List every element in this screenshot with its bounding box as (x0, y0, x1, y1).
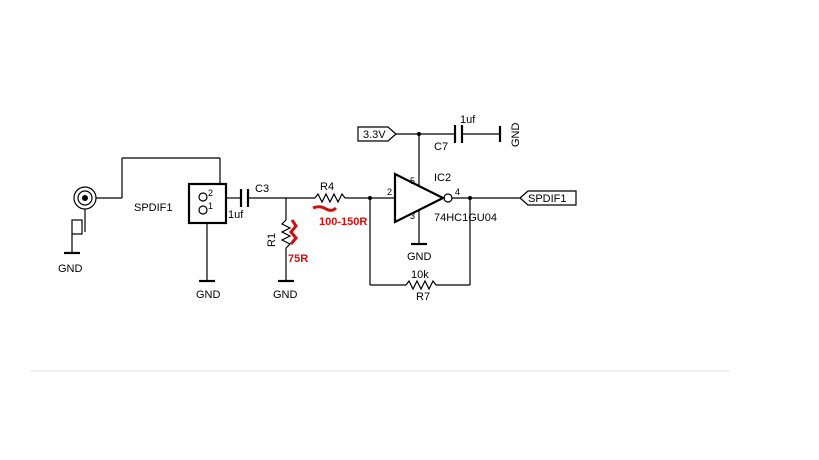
ic2-pin-vcc: 5 (410, 176, 415, 186)
rca-jack: GND (58, 157, 221, 275)
ic2-part: 74HC1GU04 (434, 212, 497, 224)
c7-name: C7 (434, 141, 448, 153)
capacitor-c3: C3 1uf (228, 183, 315, 221)
ic2-pin-in: 2 (387, 187, 392, 197)
gnd-label-r1: GND (273, 289, 298, 301)
r1-annotation: 75R (288, 253, 308, 265)
resistor-r1: GND R1 75R (266, 198, 308, 301)
gnd-label-ic2: GND (407, 251, 432, 263)
resistor-r4: R4 100-150R (312, 181, 395, 228)
gnd-label-c7: GND (510, 123, 522, 148)
output-port: SPDIF1 (519, 190, 577, 206)
capacitor-c7: 1uf C7 GND (434, 114, 522, 153)
r1-red-markup (289, 219, 298, 245)
r7-value: 10k (411, 269, 429, 281)
ic2-pin-out: 4 (455, 187, 460, 197)
r4-name: R4 (320, 181, 334, 193)
connector-name: SPDIF1 (134, 202, 173, 214)
connector-pin-1: 1 (208, 201, 213, 211)
c3-value: 1uf (228, 209, 244, 221)
r4-annotation: 100-150R (319, 216, 367, 228)
r1-name: R1 (266, 233, 278, 247)
c7-value: 1uf (460, 114, 476, 126)
gnd-label-connector: GND (196, 289, 221, 301)
spdif-connector: SPDIF1 2 1 GND (134, 182, 241, 301)
gnd-label-jack: GND (58, 263, 83, 275)
r4-red-markup (312, 205, 338, 212)
ic2-name: IC2 (434, 172, 451, 184)
r7-name: R7 (416, 291, 430, 303)
connector-pin-2: 2 (208, 188, 213, 198)
power-label: 3.3V (363, 129, 386, 141)
inverter-ic2: 2 4 5 3 IC2 74HC1GU04 GND (387, 134, 520, 263)
ic2-pin-gnd: 3 (410, 211, 415, 221)
c3-name: C3 (255, 183, 269, 195)
power-3v3: 3.3V (357, 126, 455, 142)
output-port-label: SPDIF1 (528, 193, 567, 205)
resistor-r7: 10k R7 (368, 196, 472, 303)
